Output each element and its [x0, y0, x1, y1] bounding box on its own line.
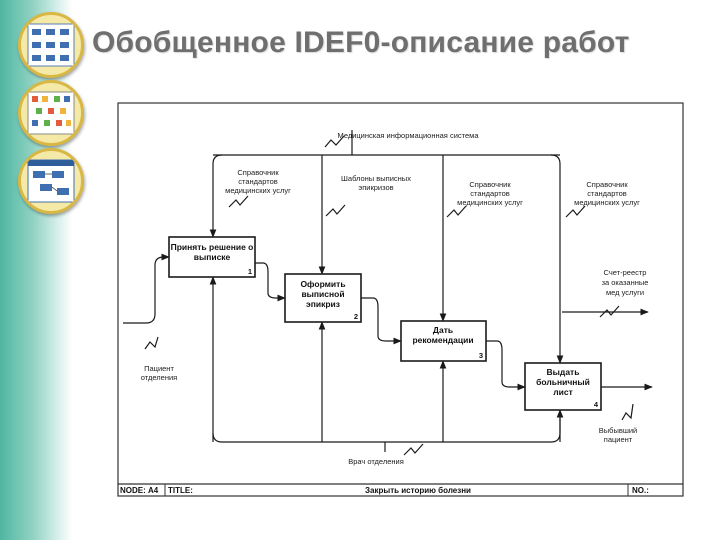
activity-4-number: 4	[594, 400, 599, 409]
label-standards2-line3: медицинских услуг	[457, 198, 523, 207]
activity-4-line3: лист	[553, 387, 573, 397]
activity-2-line1: Оформить	[300, 279, 345, 289]
arrow-a1-to-a2	[255, 262, 286, 302]
label-standards1-line2: стандартов	[238, 177, 277, 186]
squiggle-invoice	[599, 305, 620, 318]
footer-node-label: NODE:	[120, 486, 146, 495]
label-standards3-line2: стандартов	[587, 189, 626, 198]
activity-4-line2: больничный	[536, 377, 590, 387]
activity-2-line3: эпикриз	[306, 299, 340, 309]
label-patient-out-line2: пациент	[604, 435, 633, 444]
squiggle-patient-out	[621, 403, 634, 421]
label-mis: Медицинская информационная система	[337, 131, 479, 140]
label-standards3-line1: Справочник	[586, 180, 628, 189]
label-standards2-line1: Справочник	[469, 180, 511, 189]
arrow-mis-to-a4	[550, 154, 564, 364]
label-templates-line1: Шаблоны выписных	[341, 174, 411, 183]
arrow-patient-in	[123, 253, 170, 324]
activity-3-number: 3	[479, 351, 483, 360]
squiggle-doctor	[403, 443, 424, 456]
slide-thumbnail-3	[18, 148, 84, 214]
activity-box-1	[168, 236, 256, 278]
activity-1-line2: выписке	[194, 252, 231, 262]
arrow-mis-to-a1	[209, 154, 223, 238]
footer-node-value: A4	[148, 486, 159, 495]
squiggle-patient-in	[144, 336, 159, 350]
slide-title: Обобщенное IDEF0-описание работ	[92, 26, 630, 59]
diagram-frame	[117, 102, 684, 497]
activity-3-line1: Дать	[433, 325, 453, 335]
label-patient-out-line1: Выбывший	[599, 426, 637, 435]
label-templates-line2: эпикризов	[358, 183, 393, 192]
activity-2-line2: выписной	[301, 289, 344, 299]
squiggle-standards3	[565, 205, 586, 218]
footer-title-label: TITLE:	[168, 486, 193, 495]
arrow-doctor-bus	[212, 412, 561, 443]
label-patient-in-line2: отделения	[141, 373, 177, 382]
activity-3-line2: рекомендации	[412, 335, 473, 345]
arrow-a3-to-a4	[486, 340, 526, 391]
label-standards1-line3: медицинских услуг	[225, 186, 291, 195]
activity-4-line1: Выдать	[547, 367, 580, 377]
squiggle-standards1	[228, 195, 249, 208]
squiggle-templates	[325, 204, 346, 217]
arrow-a2-to-a3	[361, 297, 402, 345]
label-patient-in-line1: Пациент	[144, 364, 174, 373]
footer-title-value: Закрыть историю болезни	[365, 486, 471, 495]
activity-2-number: 2	[354, 312, 358, 321]
activity-box-3	[400, 320, 487, 362]
label-standards2-line2: стандартов	[470, 189, 509, 198]
activity-1-line1: Принять решение о	[171, 242, 254, 252]
slide-thumbnail-1	[18, 12, 84, 78]
label-invoice-line1: Счет-реестр	[604, 268, 647, 277]
slide-thumbnail-2	[18, 80, 84, 146]
activity-box-2	[284, 273, 362, 323]
label-standards1-line1: Справочник	[237, 168, 279, 177]
label-standards3-line3: медицинских услуг	[574, 198, 640, 207]
squiggle-standards2	[446, 205, 467, 218]
footer-no-label: NO.:	[632, 486, 649, 495]
squiggle-mis	[324, 135, 345, 148]
label-invoice-line2: за оказанные	[602, 278, 649, 287]
activity-box-4	[524, 362, 602, 411]
label-doctor: Врач отделения	[348, 457, 404, 466]
activity-1-number: 1	[248, 267, 252, 276]
label-invoice-line3: мед услуги	[606, 288, 644, 297]
